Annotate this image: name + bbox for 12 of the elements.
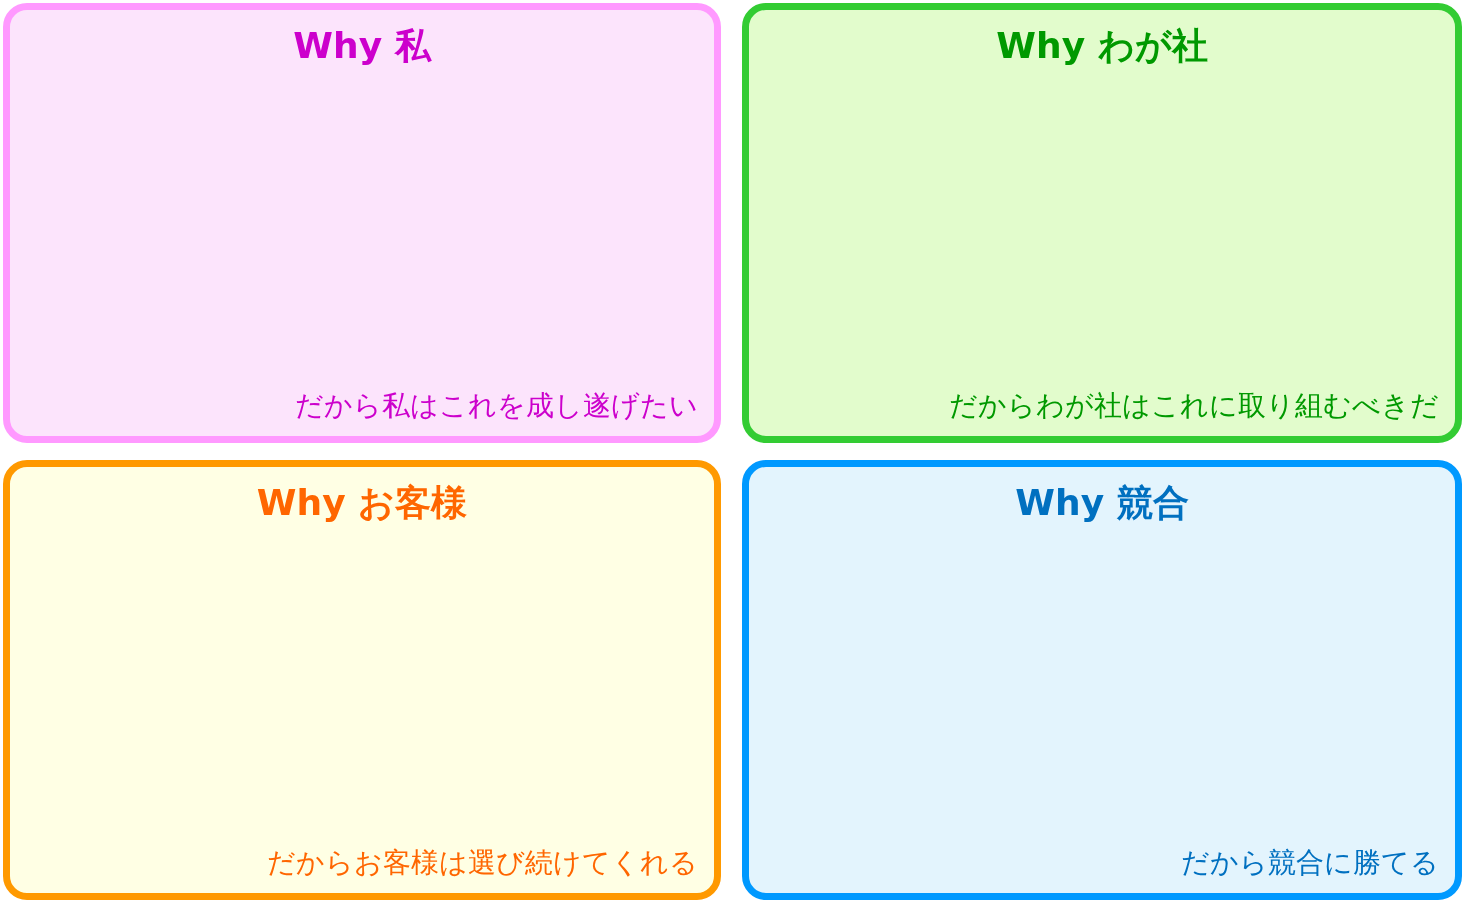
panel-heading: Why お客様 [256,481,468,525]
worksheet-panel [3,3,721,443]
panel-conclusion: だからお客様は選び続けてくれる [267,845,698,881]
worksheet-panel [3,460,721,900]
worksheet-panel [742,460,1462,900]
panel-conclusion: だから私はこれを成し遂げたい [295,388,698,424]
panel-heading: Why わが社 [996,24,1208,68]
worksheet-panel [742,3,1462,443]
panel-heading: Why 競合 [1015,481,1189,525]
panel-heading: Why 私 [293,24,431,68]
panel-conclusion: だからわが社はこれに取り組むべきだ [949,388,1439,424]
panel-conclusion: だから競合に勝てる [1181,845,1439,881]
